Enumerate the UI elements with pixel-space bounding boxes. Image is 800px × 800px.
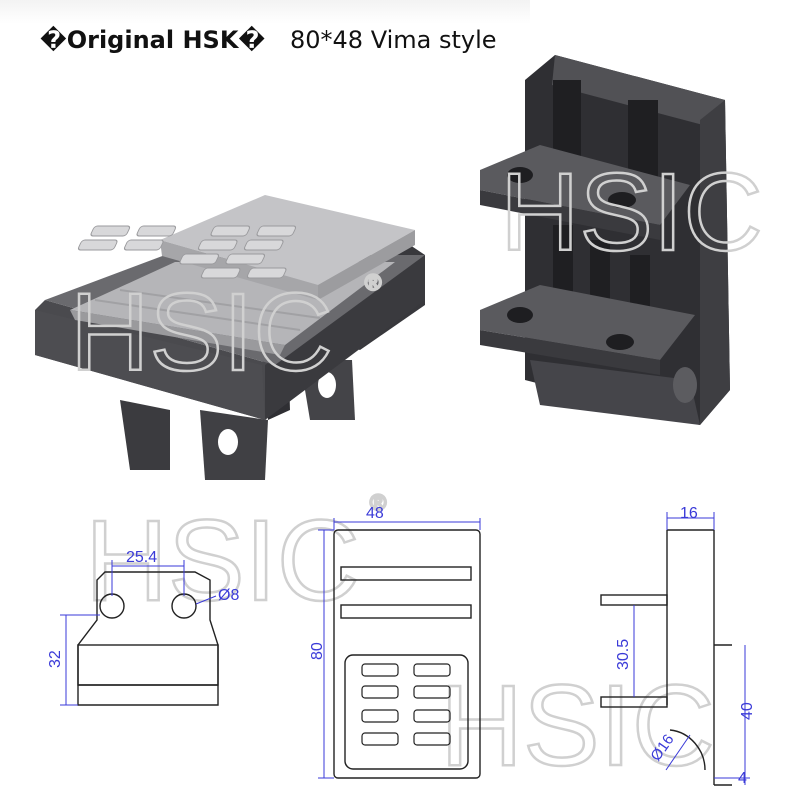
pad-product-photo [35,195,425,480]
bracket-product-photo [480,55,730,425]
svg-text:®: ® [365,270,381,295]
photo-watermark: HSIC ® HSIC [69,150,764,396]
svg-text:HSIC: HSIC [500,151,763,274]
top-fade-band [0,0,530,24]
top-width-dimension: 48 [366,505,384,522]
top-length-dimension: 80 [309,642,326,660]
hole-spacing-dimension: 25.4 [126,549,157,566]
product-style-label: 80*48 Vima style [290,26,497,54]
hole-diameter-dimension: Ø8 [218,587,239,604]
side-height-dimension: 40 [739,702,756,720]
front-height-dimension: 32 [47,650,64,668]
top-view-drawing [318,518,481,779]
bracket-gap-dimension: 30.5 [615,639,632,670]
base-thickness-dimension: 4 [738,770,747,787]
side-view-drawing [600,512,750,786]
drawing-watermark: HSIC ® HSIC [84,489,716,792]
side-top-width-dimension: 16 [680,505,698,522]
original-brand-label: �Original HSK� [40,26,266,54]
front-view-drawing [60,560,219,706]
svg-text:HSIC: HSIC [85,497,360,625]
svg-text:®: ® [370,490,386,515]
svg-text:HSIC: HSIC [70,271,333,394]
svg-text:HSIC: HSIC [440,662,715,790]
